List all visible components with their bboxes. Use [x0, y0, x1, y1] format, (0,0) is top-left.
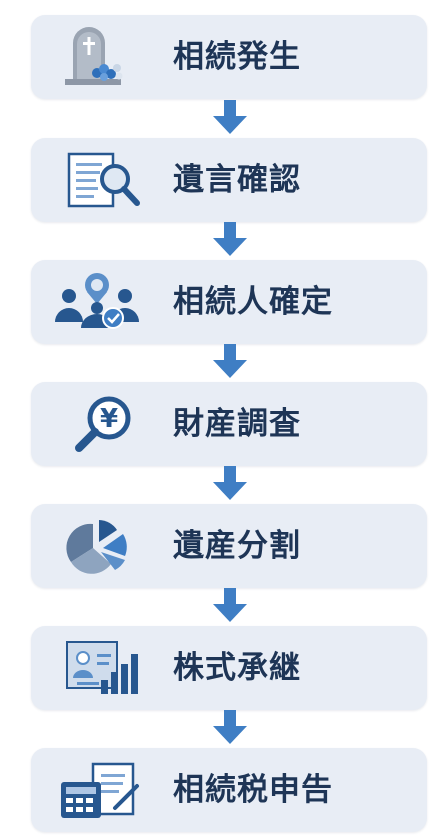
down-arrow-icon [213, 100, 247, 134]
step-card-asset-investigation: ¥ 財産調査 [31, 382, 427, 466]
step-label: 財産調査 [173, 406, 301, 442]
people-check-icon [55, 273, 139, 329]
down-arrow-icon [213, 710, 247, 744]
document-search-icon [67, 152, 140, 208]
step-card-will-confirmation: 遺言確認 [31, 138, 427, 222]
down-arrow-icon [213, 588, 247, 622]
pie-chart-icon [66, 520, 127, 574]
step-card-heir-determination: 相続人確定 [31, 260, 427, 344]
step-label: 相続税申告 [173, 772, 333, 808]
gravestone-icon [65, 27, 123, 85]
step-label: 相続人確定 [173, 284, 333, 320]
step-label: 遺産分割 [173, 528, 301, 564]
down-arrow-icon [213, 466, 247, 500]
calculator-document-icon [61, 762, 139, 818]
step-card-estate-division: 遺産分割 [31, 504, 427, 588]
step-label: 相続発生 [173, 39, 301, 75]
stock-chart-icon [66, 641, 138, 694]
step-label: 遺言確認 [173, 162, 301, 198]
step-label: 株式承継 [173, 650, 301, 686]
yen-search-icon: ¥ [75, 396, 131, 452]
step-card-inheritance-occurs: 相続発生 [31, 15, 427, 99]
step-card-stock-succession: 株式承継 [31, 626, 427, 710]
down-arrow-icon [213, 344, 247, 378]
step-card-tax-filing: 相続税申告 [31, 748, 427, 832]
down-arrow-icon [213, 222, 247, 256]
svg-text:¥: ¥ [100, 404, 118, 434]
